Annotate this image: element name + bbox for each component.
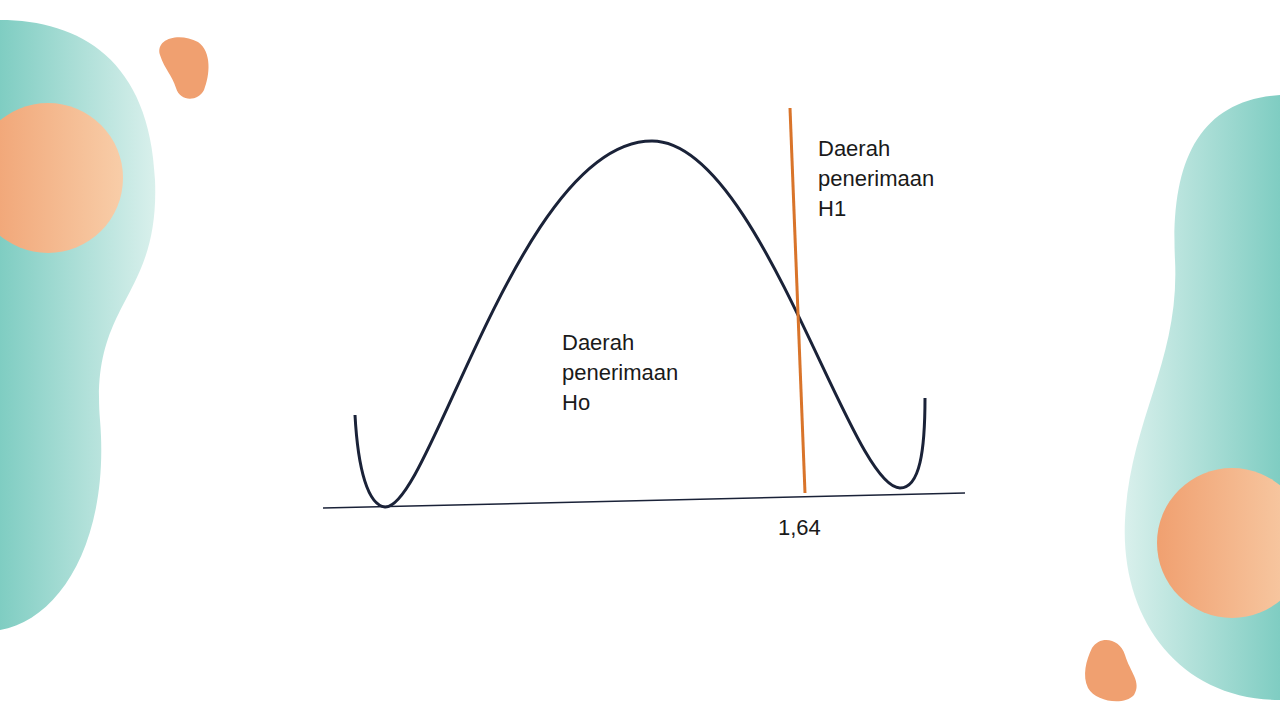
region-label-text: Daerah penerimaan H1 [818, 134, 958, 224]
distribution-curve [355, 141, 925, 507]
decor-blob [159, 37, 208, 99]
critical-line [790, 108, 805, 493]
axis-value-text: 1,64 [778, 513, 821, 543]
decor-circle [0, 103, 123, 253]
decor-blob [1085, 640, 1137, 701]
axis-value: 1,64 [778, 513, 821, 543]
region-label: Daerah penerimaan Ho [562, 328, 702, 418]
x-axis [323, 493, 965, 508]
decor-circle [1157, 468, 1280, 618]
region-label-text: Daerah penerimaan Ho [562, 328, 702, 418]
region-label: Daerah penerimaan H1 [818, 134, 958, 224]
